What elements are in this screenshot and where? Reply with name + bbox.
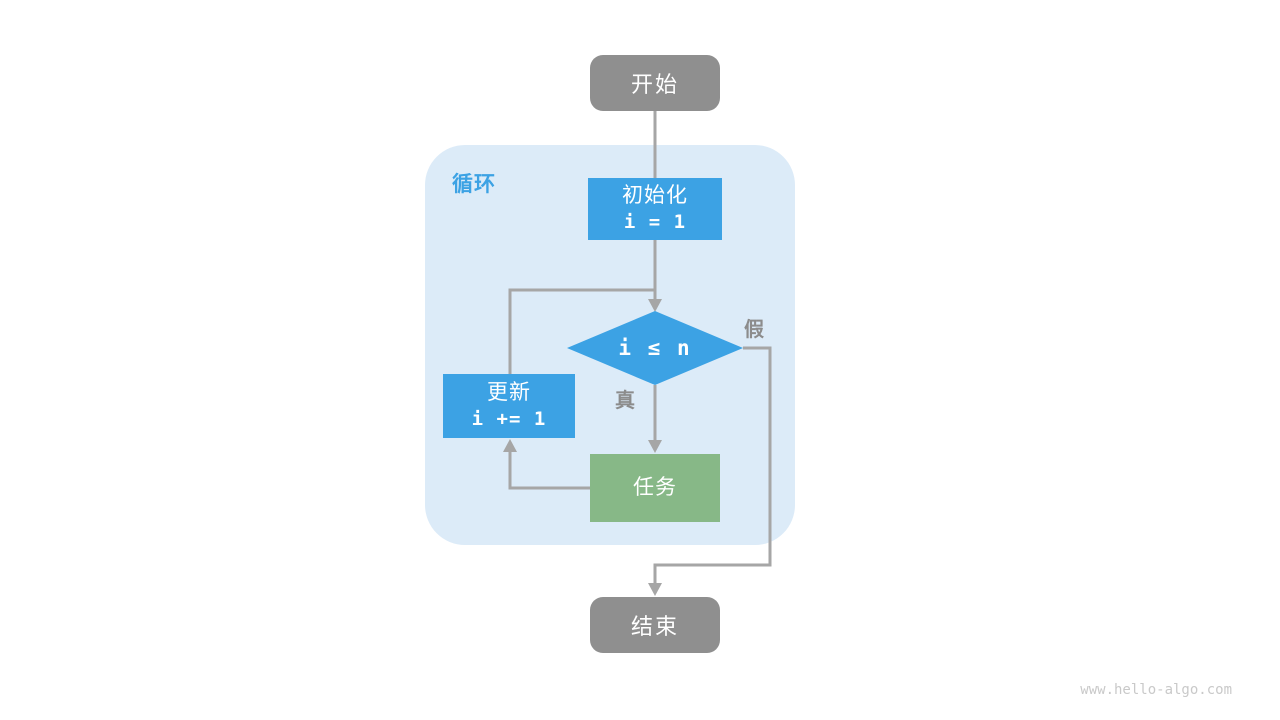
edge-label-false: 假: [744, 319, 764, 341]
node-task-label: 任务: [633, 475, 677, 499]
node-start: 开始: [590, 55, 720, 111]
node-start-label: 开始: [630, 72, 679, 97]
node-update-code: i += 1: [471, 408, 547, 431]
watermark: www.hello-algo.com: [1080, 682, 1232, 698]
node-end: 结束: [590, 597, 720, 653]
loop-container-label: 循环: [452, 173, 496, 196]
node-init-title: 初始化: [622, 184, 688, 207]
edge-label-true: 真: [615, 390, 635, 412]
node-end-label: 结束: [630, 614, 679, 639]
node-update-title: 更新: [487, 381, 531, 404]
node-init-code: i = 1: [623, 211, 687, 234]
node-task: 任务: [590, 454, 720, 522]
arrowhead-into-end: [648, 583, 662, 596]
node-init: 初始化 i = 1: [588, 178, 722, 240]
node-condition-label: i ≤ n: [618, 336, 692, 360]
node-update: 更新 i += 1: [443, 374, 575, 438]
